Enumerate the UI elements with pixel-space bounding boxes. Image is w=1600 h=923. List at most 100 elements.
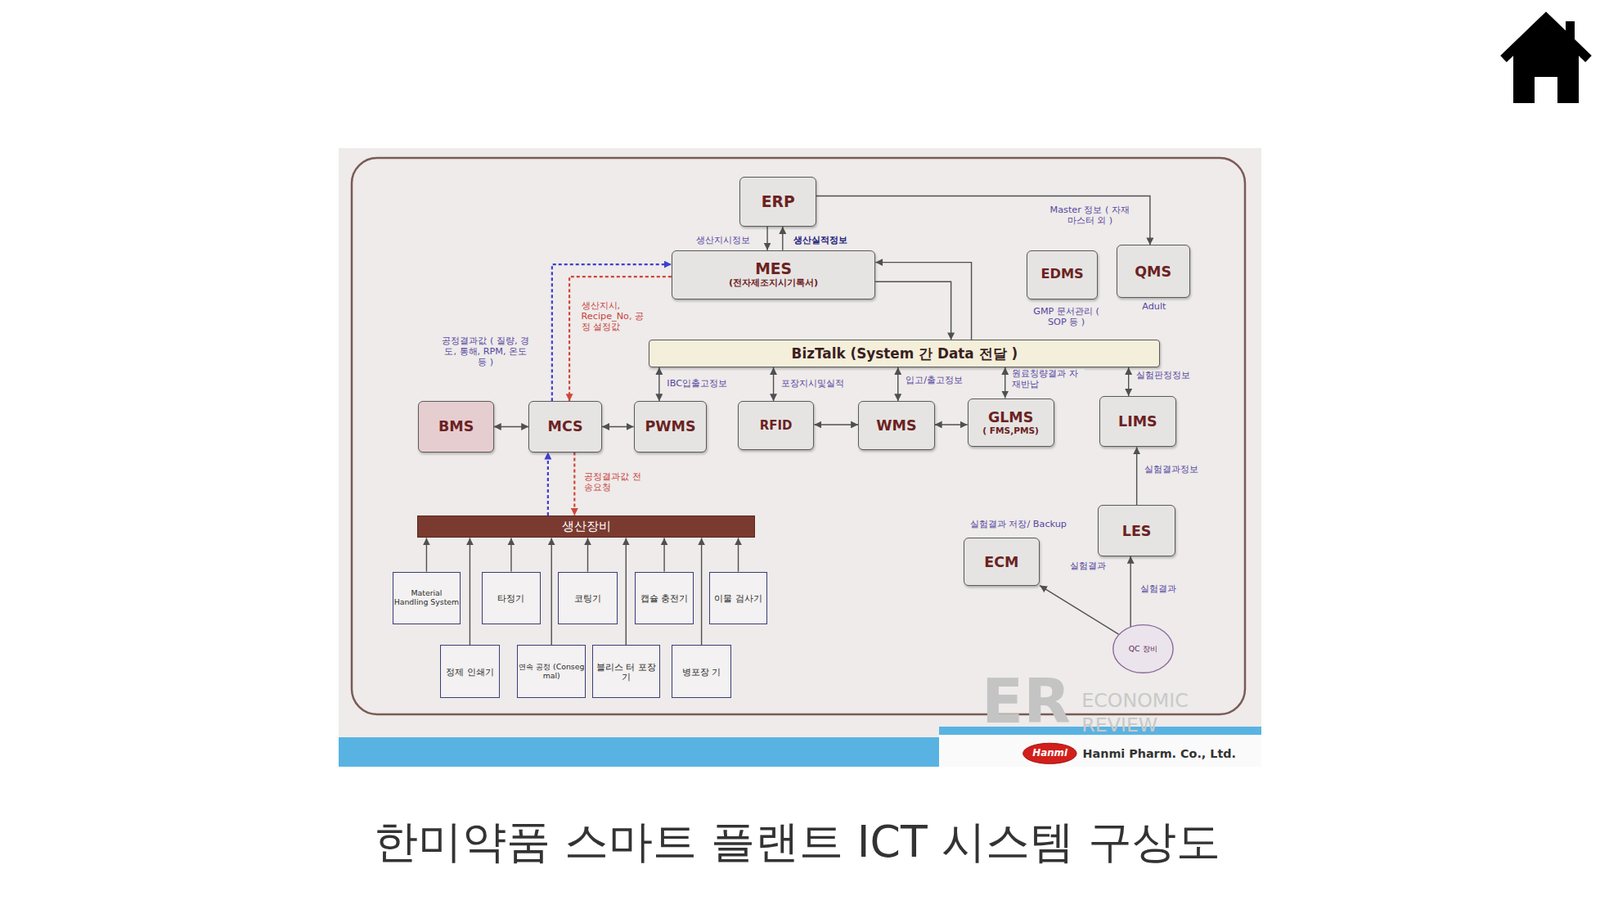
- node-text: PWMS: [645, 417, 697, 435]
- equipment-box: 캡슐 충전기: [634, 571, 694, 625]
- node-text: 정제 인쇄기: [445, 666, 494, 677]
- connector: [573, 452, 576, 516]
- connector: [625, 537, 627, 645]
- edge-label: 생산지시정보: [694, 235, 752, 247]
- node-text: ( FMS,PMS): [982, 425, 1039, 436]
- integration-bus-band: BizTalk (System 간 Data 전달 ): [648, 339, 1160, 368]
- system-box: ERP: [739, 176, 817, 227]
- node-text: RFID: [759, 418, 793, 433]
- equipment-box: 타정기: [481, 571, 541, 625]
- connector: [737, 537, 739, 571]
- node-text: 병포장 기: [682, 666, 721, 677]
- slide-photo: [338, 148, 1262, 767]
- qc-equipment-circle: QC 장비: [1112, 624, 1174, 674]
- node-text: 연속 공정 (Conseg mal): [517, 662, 585, 681]
- connector: [934, 423, 968, 425]
- node-text: 코팅기: [574, 593, 602, 603]
- system-box: BMS: [417, 400, 494, 452]
- connector: [1129, 556, 1131, 627]
- node-text: GLMS: [988, 408, 1034, 426]
- node-text: QC 장비: [1128, 644, 1158, 654]
- slide-frame: [351, 157, 1245, 715]
- equipment-box: 정제 인쇄기: [440, 644, 501, 698]
- edge-label: 생산지시, Recipe_No, 공정 설정값: [579, 300, 653, 333]
- node-text: LES: [1122, 522, 1152, 540]
- edge-label: IBC입출고정보: [665, 378, 729, 390]
- node-text: 생산장비: [561, 519, 612, 534]
- system-box: ECM: [963, 537, 1041, 586]
- edge-label: 입고/출고정보: [903, 375, 965, 387]
- connector: [813, 423, 859, 425]
- equipment-box: Material Handling System: [392, 571, 460, 625]
- watermark: ECONOMIC: [1081, 689, 1188, 712]
- connector: [875, 281, 951, 340]
- node-text: QMS: [1134, 263, 1172, 280]
- node-text: (전자제조지시기록서): [728, 278, 818, 289]
- system-box: RFID: [737, 400, 815, 450]
- node-text: WMS: [876, 417, 917, 434]
- annotation-note: 실험결과 저장/ Backup: [970, 519, 1067, 531]
- node-outline: [1023, 742, 1077, 764]
- system-box: MCS: [528, 400, 603, 452]
- annotation-note: Adult: [1141, 301, 1166, 313]
- system-box: EDMS: [1026, 250, 1098, 300]
- system-box: LES: [1097, 504, 1176, 556]
- company-logo: Hanmi: [1022, 742, 1078, 765]
- connector: [766, 226, 768, 251]
- system-box: MES(전자제조지시기록서): [671, 250, 876, 300]
- watermark: ER: [981, 666, 1071, 738]
- connector: [816, 196, 1151, 246]
- connector: [875, 262, 971, 341]
- edge-label: 공정결과값 전송요청: [582, 471, 643, 494]
- connector: [494, 426, 529, 427]
- equipment-band: 생산장비: [417, 515, 756, 538]
- edge-label: 실험판정정보: [1134, 370, 1192, 382]
- edge-label: Master 정보 ( 자재마스터 외 ): [1047, 206, 1133, 228]
- edge-label: 실험결과정보: [1142, 463, 1200, 475]
- connector: [663, 537, 665, 571]
- node-text: 타정기: [497, 593, 525, 603]
- figure-caption: 한미약품 스마트 플랜트 ICT 시스템 구상도: [373, 812, 1221, 872]
- equipment-box: 이물 검사기: [709, 571, 768, 625]
- connector: [569, 276, 672, 401]
- node-text: Material Handling System: [393, 588, 459, 607]
- edge-label: 포장지시및실적: [779, 378, 846, 390]
- node-text: EDMS: [1040, 266, 1084, 283]
- node-text: 블리스 터 포장기: [593, 661, 661, 682]
- connector: [426, 537, 427, 571]
- connector: [551, 537, 553, 645]
- watermark: REVIEW: [1081, 714, 1158, 737]
- node-text: 캡슐 충전기: [640, 593, 688, 603]
- connector: [701, 537, 702, 645]
- connector: [510, 537, 512, 571]
- connector: [773, 367, 774, 401]
- system-box: WMS: [858, 400, 935, 450]
- equipment-box: 블리스 터 포장기: [592, 644, 661, 698]
- edge-label: 실험결과: [1068, 561, 1108, 572]
- edge-label: 공정결과값 ( 질량, 경도, 통해, RPM, 온도 등 ): [436, 336, 535, 369]
- connector: [1039, 585, 1119, 635]
- connector: [658, 367, 660, 401]
- connector: [602, 426, 634, 427]
- equipment-box: 병포장 기: [671, 644, 733, 698]
- edge-label: 실험결과: [1138, 583, 1178, 594]
- connector: [1136, 446, 1138, 505]
- node-outline: [1112, 624, 1173, 674]
- home-icon: [1503, 17, 1589, 104]
- node-text: Hanmi: [1032, 747, 1068, 760]
- equipment-box: 연속 공정 (Conseg mal): [516, 644, 586, 698]
- system-box: QMS: [1116, 244, 1191, 298]
- connector: [469, 537, 471, 645]
- connector: [782, 226, 783, 251]
- company-name: Hanmi Pharm. Co., Ltd.: [1083, 746, 1236, 760]
- annotation-note: GMP 문서관리 ( SOP 등 ): [1028, 306, 1104, 329]
- node-text: BizTalk (System 간 Data 전달 ): [791, 346, 1019, 362]
- footer-panel: [939, 734, 1262, 767]
- edge-label: 생산실적정보: [791, 235, 850, 247]
- node-text: MES: [755, 260, 792, 279]
- connector: [587, 537, 589, 571]
- footer-bar: [338, 737, 940, 767]
- system-box: PWMS: [633, 400, 708, 452]
